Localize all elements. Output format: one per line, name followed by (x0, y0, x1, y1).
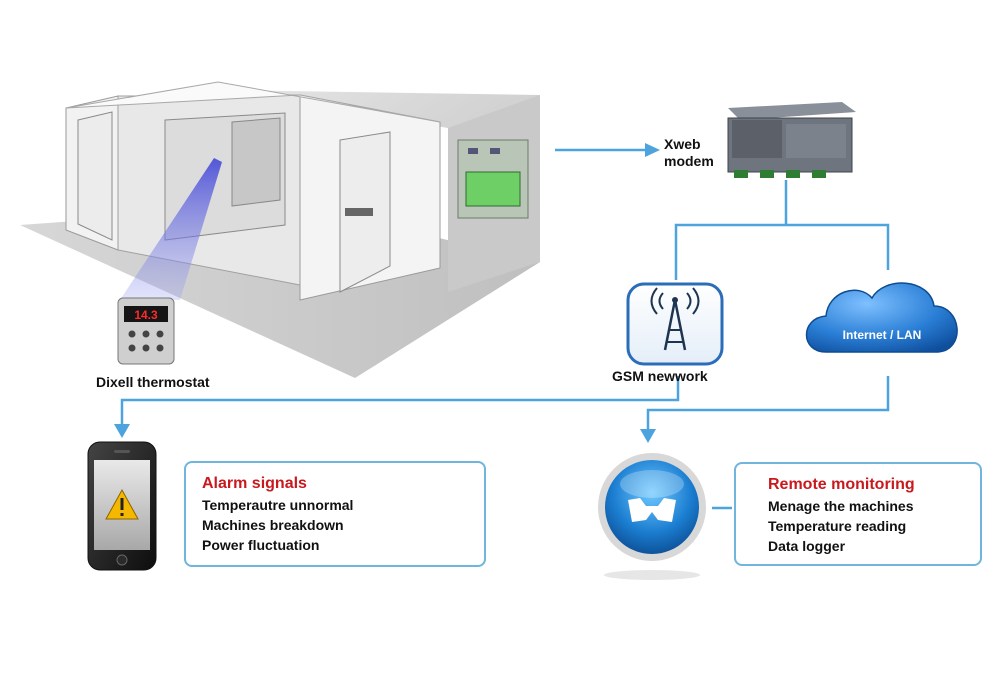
cloud-icon: Internet / LAN (805, 282, 958, 353)
gsm-tower-icon (626, 282, 724, 366)
remote-monitoring-globe-icon (598, 453, 706, 580)
remote-monitoring-box: Remote monitoring Menage the machines Te… (734, 462, 982, 566)
thermostat-device: 14.3 (117, 297, 175, 365)
gsm-label: GSM newwork (612, 368, 708, 384)
remote-item: Data logger (768, 538, 846, 554)
phone-warning-icon (87, 441, 157, 571)
alarm-item: Temperautre unnormal (202, 497, 354, 513)
alarm-item: Power fluctuation (202, 537, 320, 553)
remote-item: Temperature reading (768, 518, 907, 534)
cloud-label: Internet / LAN (843, 328, 922, 342)
alarm-signals-title: Alarm signals (202, 475, 307, 492)
modem-label-line2: modem (664, 153, 714, 169)
arrowheads (114, 143, 660, 443)
thermostat-label: Dixell thermostat (96, 374, 210, 390)
modem-label: Xweb modem (664, 136, 714, 170)
alarm-item: Machines breakdown (202, 517, 344, 533)
alarm-signals-box: Alarm signals Temperautre unnormal Machi… (184, 461, 486, 567)
modem-device (727, 102, 856, 178)
modem-label-line1: Xweb (664, 136, 701, 152)
remote-item: Menage the machines (768, 498, 914, 514)
remote-monitoring-title: Remote monitoring (768, 476, 915, 493)
thermostat-display: 14.3 (134, 308, 158, 322)
cold-room-illustration (20, 81, 540, 378)
connectors (120, 148, 890, 510)
